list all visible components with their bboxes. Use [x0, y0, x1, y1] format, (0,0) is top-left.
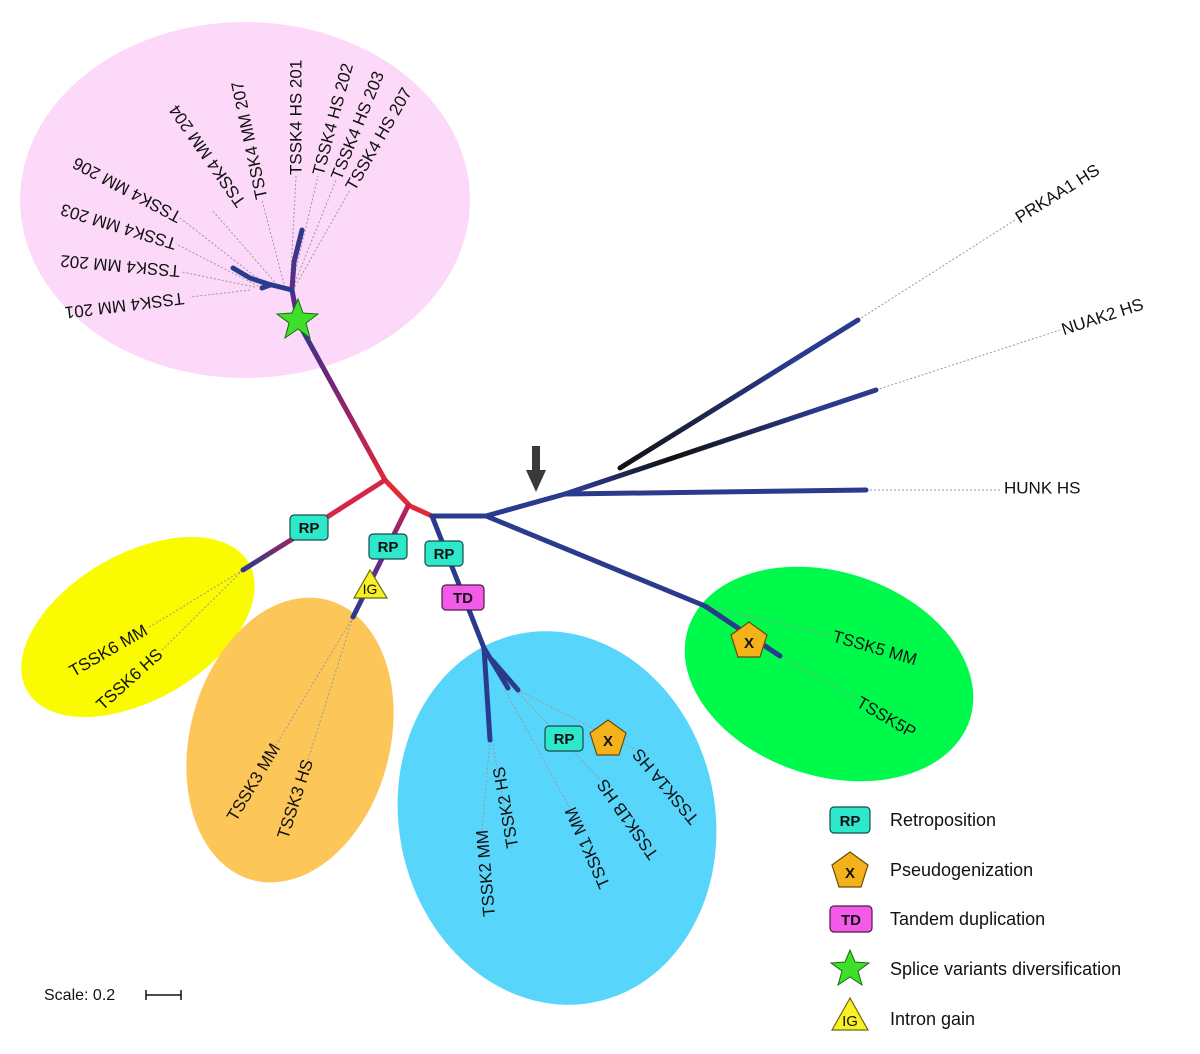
rp-badge-tssk1: RP: [544, 725, 584, 752]
branch-tssk1b: [489, 657, 521, 693]
branch-hunk: [562, 487, 869, 497]
rp-badge-tssk6: RP: [289, 514, 329, 541]
leaf-label: PRKAA1 HS: [1012, 160, 1103, 227]
rp-badge-text: RP: [434, 546, 455, 563]
td-badge-text: TD: [453, 590, 473, 607]
legend-item-retroposition: RP Retroposition: [829, 806, 996, 834]
tssk5-cluster: [684, 566, 974, 782]
legend-label: Retroposition: [890, 810, 996, 830]
ig-marker-text: IG: [363, 581, 378, 597]
branch-tssk4-mm-short: [259, 282, 273, 291]
scale-label: Scale: 0.2: [44, 987, 115, 1004]
tssk12-cluster: [397, 631, 717, 1005]
legend-label: Tandem duplication: [890, 909, 1045, 929]
branch-tssk4-hs: [289, 227, 305, 293]
td-badge-text: TD: [841, 912, 861, 929]
branch-prkaa1: [617, 317, 861, 471]
tssk6-cluster: [21, 537, 255, 717]
scale-bar: Scale: 0.2: [44, 987, 182, 1004]
branch-outgroup-stem: [483, 491, 568, 519]
legend: RP Retroposition X Pseudogenization TD T…: [829, 806, 1121, 1031]
legend-item-intron-gain: IG Intron gain: [830, 996, 975, 1031]
leaf-label: HUNK HS: [1004, 479, 1081, 498]
branch-tssk12-stem: [429, 513, 487, 651]
pseudogene-pentagon-icon: X: [730, 621, 768, 658]
rp-badge-tssk3: RP: [368, 533, 408, 560]
td-badge-tssk12: TD: [441, 584, 485, 611]
legend-label: Pseudogenization: [890, 860, 1033, 880]
intron-gain-triangle-icon: IG: [352, 568, 389, 599]
tssk4-cluster: [20, 22, 470, 378]
legend-label: Splice variants diversification: [890, 959, 1121, 979]
branch-tssk3: [350, 503, 411, 620]
leaf-label: NUAK2 HS: [1059, 295, 1146, 339]
legend-item-splice-variants: Splice variants diversification: [829, 948, 1121, 987]
branch-tssk2: [481, 645, 493, 743]
rp-badge-text: RP: [299, 520, 320, 537]
rp-badge-tssk12: RP: [424, 540, 464, 567]
legend-label: Intron gain: [890, 1009, 975, 1029]
ig-marker-text: IG: [842, 1013, 858, 1030]
branch-tssk4-stem: [295, 319, 388, 483]
x-marker-text: X: [744, 635, 754, 652]
root-arrow-icon: [526, 446, 546, 492]
leaf-label: TSSK4 HS 201: [287, 60, 306, 175]
rp-badge-text: RP: [378, 539, 399, 556]
tssk3-cluster: [186, 597, 394, 883]
legend-item-tandem-duplication: TD Tandem duplication: [829, 905, 1045, 933]
branch-nuak2: [562, 387, 879, 497]
branch-tssk4-mm: [230, 265, 295, 293]
splice-variants-star-icon: [275, 297, 320, 340]
rp-badge-text: RP: [840, 813, 861, 830]
star-icon: [829, 948, 871, 987]
legend-item-pseudogenization: X Pseudogenization: [831, 851, 1033, 888]
rp-badge-text: RP: [554, 731, 575, 748]
x-marker-text: X: [603, 733, 613, 750]
pseudogene-pentagon-icon: X: [589, 719, 627, 756]
triangle-icon: [830, 996, 870, 1031]
x-marker-text: X: [845, 865, 855, 882]
